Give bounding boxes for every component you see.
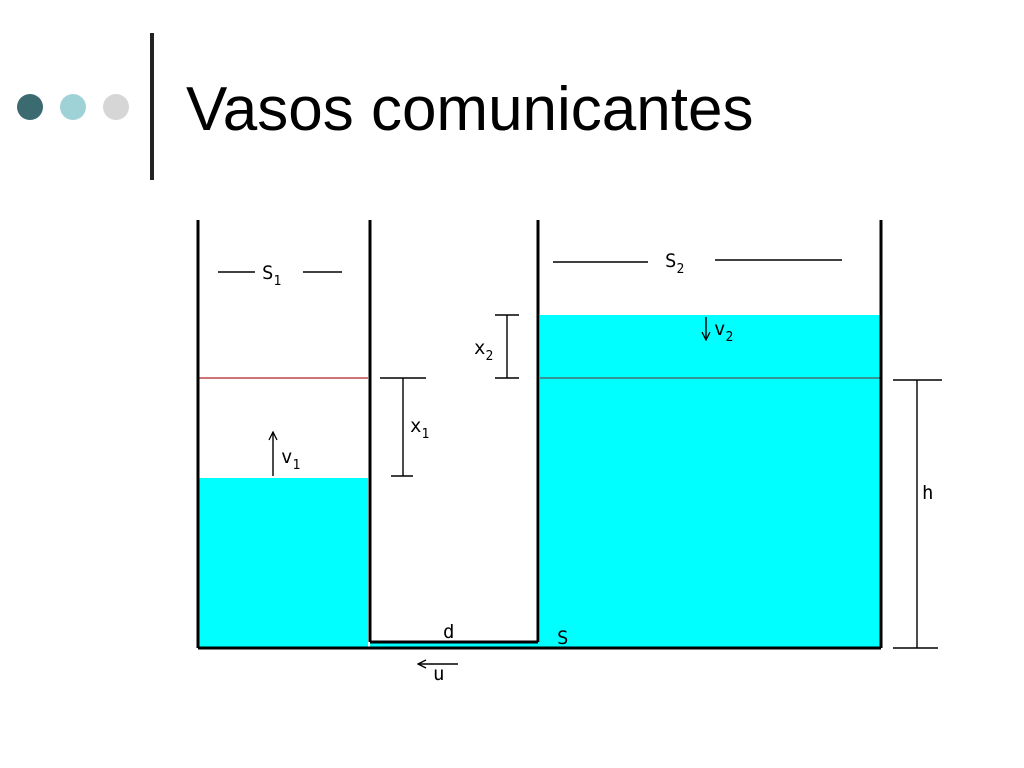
vessel-walls [196, 220, 883, 650]
label-x2: x2 [474, 337, 493, 364]
slide-title: Vasos comunicantes [186, 75, 754, 144]
decorative-dot-light [60, 94, 86, 120]
svg-text:v1: v1 [281, 446, 300, 473]
label-d: d [443, 621, 454, 643]
flow-u-arrow: u [418, 663, 458, 685]
right-vessel-water [540, 315, 881, 648]
label-x1: x1 [410, 415, 429, 442]
dimension-x2 [495, 314, 519, 379]
slide-header: Vasos comunicantes [0, 0, 1024, 190]
svg-text:u: u [433, 663, 444, 685]
decorative-dot-dark [17, 94, 43, 120]
label-s: S [557, 627, 568, 649]
connecting-tube-water [370, 642, 540, 648]
decorative-dot-gray [103, 94, 129, 120]
label-s1: S1 [218, 262, 342, 289]
label-s2: S2 [553, 250, 842, 277]
label-h: h [922, 482, 933, 504]
dimension-x1 [380, 377, 426, 477]
svg-text:v2: v2 [714, 318, 733, 345]
velocity-v1-arrow: v1 [273, 432, 300, 476]
dimension-h [893, 379, 942, 649]
title-divider [150, 33, 154, 180]
svg-text:S1: S1 [262, 262, 281, 289]
left-vessel-water [198, 478, 368, 648]
communicating-vessels-diagram: S1 S2 v1 v2 x1 x2 h d S u [196, 220, 942, 685]
velocity-v2-arrow: v2 [706, 317, 733, 345]
svg-text:S2: S2 [665, 250, 684, 277]
